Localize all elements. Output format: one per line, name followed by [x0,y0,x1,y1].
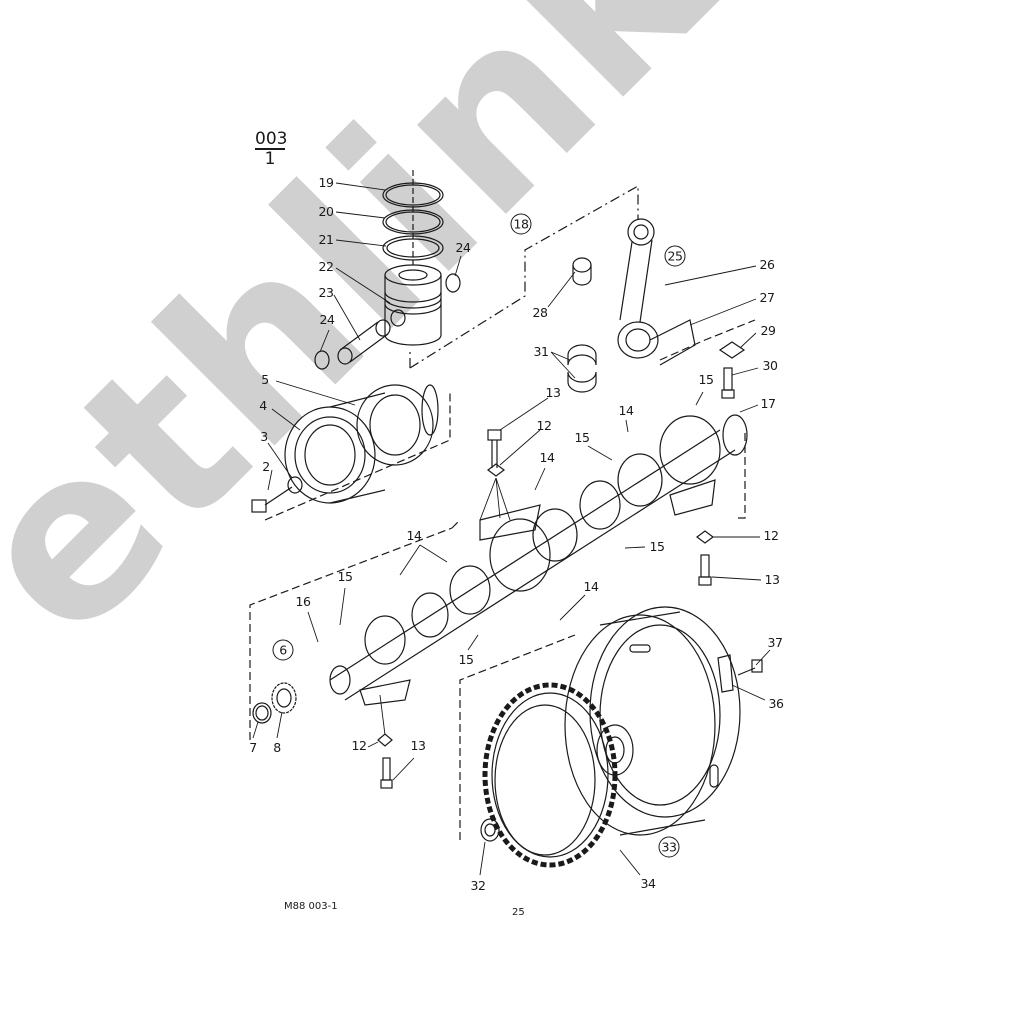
lock-plate-bolt [717,654,763,693]
callout-24: 24 [455,240,471,255]
callout-29: 29 [760,323,776,338]
crankshaft-pulley [284,384,439,504]
callout-14: 14 [583,579,599,594]
callout-37: 37 [767,635,783,650]
sheet-number: 003 1 [255,129,288,169]
crank-gear [271,682,297,714]
callout-13: 13 [545,385,561,400]
callout-22: 22 [318,259,334,274]
callout-5: 5 [261,372,269,387]
piston-pin [337,319,391,365]
washer-bolt-29-30 [718,341,746,399]
leader-lines [252,182,771,876]
callout-31: 31 [533,344,549,359]
callout-15: 15 [458,652,474,667]
callout-20: 20 [318,204,334,219]
callout-15: 15 [698,372,714,387]
group-boundary-25 [659,319,756,361]
callout-14: 14 [406,528,422,543]
callout-15: 15 [337,569,353,584]
callout-group-6: 6 [272,639,294,661]
pilot-bearing [480,818,500,842]
callout-14: 14 [618,403,634,418]
piston-rings [382,170,444,265]
sheet-sub-number: 1 [264,149,276,169]
callout-15: 15 [649,539,665,554]
callout-12: 12 [763,528,779,543]
callout-28: 28 [532,305,548,320]
drawing-code: M88 003-1 [284,901,338,912]
callout-12: 12 [536,418,552,433]
callout-2: 2 [262,459,270,474]
flywheel [564,606,741,836]
callout-34: 34 [640,876,656,891]
callout-14: 14 [539,450,555,465]
callout-group-33: 33 [658,836,680,858]
callout-26: 26 [759,257,775,272]
callout-4: 4 [259,398,267,413]
callout-21: 21 [318,232,334,247]
callout-23: 23 [318,285,334,300]
callout-32: 32 [470,878,486,893]
main-bearing-bolts [377,429,714,789]
callout-27: 27 [759,290,775,305]
crankshaft [329,414,748,706]
callout-7: 7 [249,740,257,755]
callout-group-18: 18 [510,213,532,235]
crank-bush [252,702,272,724]
callout-19: 19 [318,175,334,190]
callout-30: 30 [762,358,778,373]
pulley-bolt [251,476,303,513]
callout-12: 12 [351,738,367,753]
connecting-rod [617,218,696,366]
small-end-bush [572,257,592,286]
page-number: 25 [512,907,525,918]
group-boundary-pulley [264,392,451,521]
ring-gear [482,682,618,868]
sheet-group-number: 003 [255,129,288,150]
bearing-shells [567,344,597,393]
group-boundary-18 [409,184,639,369]
group-boundary-6 [249,430,746,740]
callout-36: 36 [768,696,784,711]
callout-13: 13 [764,572,780,587]
callout-8: 8 [273,740,281,755]
callout-24: 24 [319,312,335,327]
callout-3: 3 [260,429,268,444]
group-boundary-33 [459,634,576,840]
callout-16: 16 [295,594,311,609]
callout-17: 17 [760,396,776,411]
piston [384,264,442,346]
callout-13: 13 [410,738,426,753]
circlips [314,273,461,370]
callout-15: 15 [574,430,590,445]
callout-group-25: 25 [664,245,686,267]
